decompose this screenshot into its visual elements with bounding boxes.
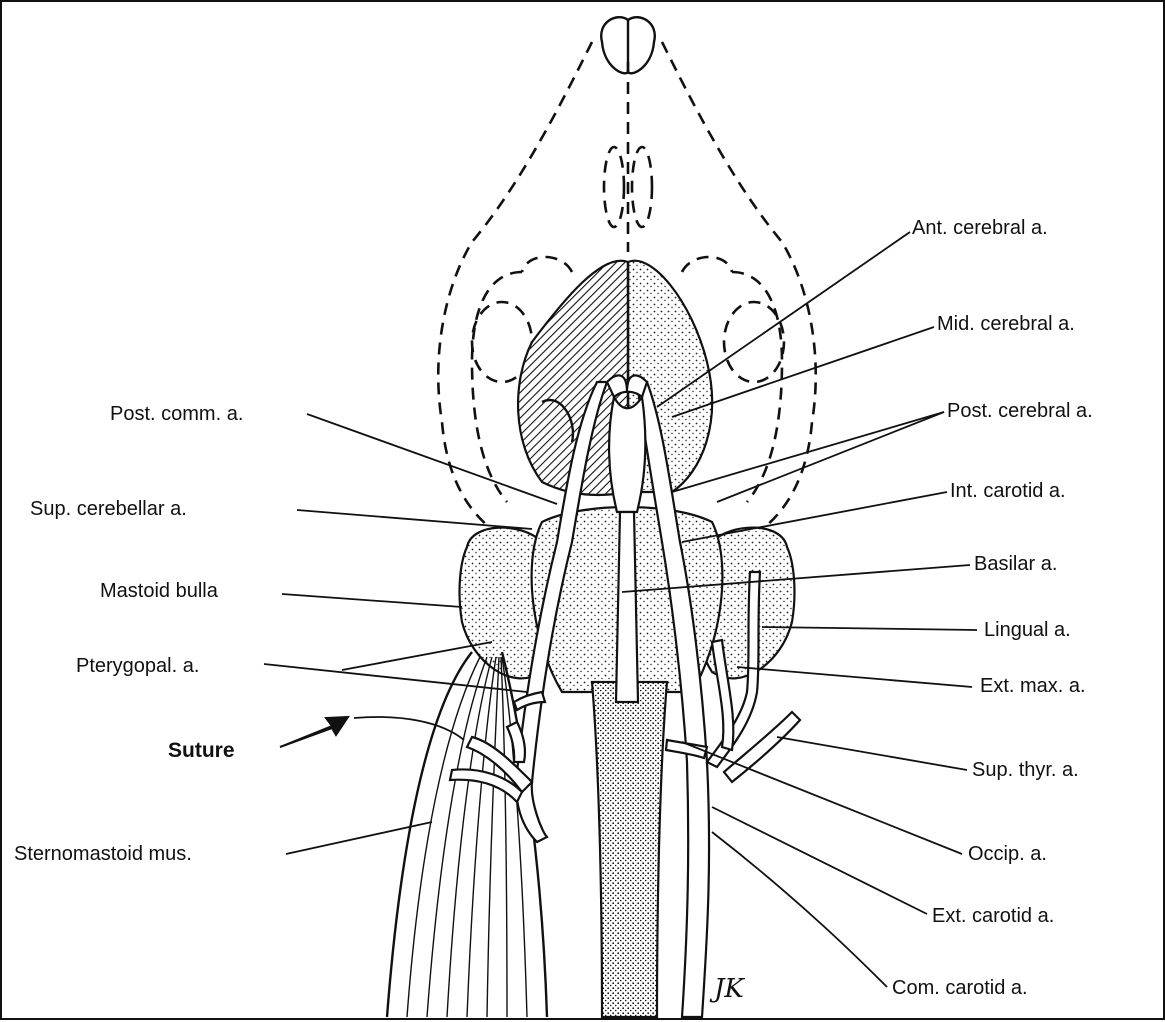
label-int-carotid: Int. carotid a.: [950, 480, 1066, 502]
label-occip: Occip. a.: [968, 843, 1047, 865]
snout-tip: [601, 17, 655, 73]
label-com-carotid: Com. carotid a.: [892, 977, 1028, 999]
label-suture: Suture: [168, 739, 235, 762]
label-mastoid-bulla: Mastoid bulla: [100, 580, 219, 602]
label-pterygopal: Pterygopal. a.: [76, 655, 199, 677]
label-sternomastoid: Sternomastoid mus.: [14, 843, 192, 865]
label-ext-max: Ext. max. a.: [980, 675, 1086, 697]
label-ext-carotid: Ext. carotid a.: [932, 905, 1054, 927]
label-ant-cerebral: Ant. cerebral a.: [912, 217, 1048, 239]
artist-signature: JK: [709, 974, 745, 1004]
label-post-comm: Post. comm. a.: [110, 403, 243, 425]
label-lingual: Lingual a.: [984, 619, 1071, 641]
label-mid-cerebral: Mid. cerebral a.: [937, 313, 1075, 335]
label-sup-cerebellar: Sup. cerebellar a.: [30, 498, 187, 520]
label-basilar: Basilar a.: [974, 553, 1057, 575]
label-sup-thyr: Sup. thyr. a.: [972, 759, 1079, 781]
label-post-cerebral: Post. cerebral a.: [947, 400, 1093, 422]
